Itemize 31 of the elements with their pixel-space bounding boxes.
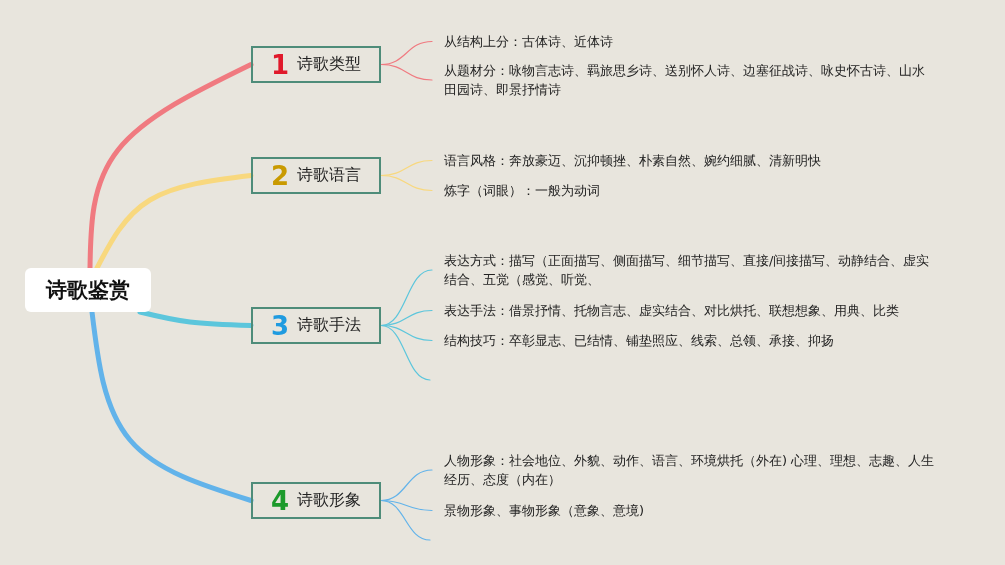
branch-title: 诗歌手法 bbox=[297, 315, 362, 336]
subtopic-text: 语言风格：奔放豪迈、沉抑顿挫、朴素自然、婉约细腻、清新明快 bbox=[432, 151, 936, 170]
branch-connector bbox=[89, 309, 254, 503]
branch-connector bbox=[87, 62, 254, 271]
connector-line bbox=[380, 63, 433, 81]
branch-number: 4 bbox=[270, 487, 290, 514]
branch-number: 3 bbox=[270, 312, 290, 339]
connector-line bbox=[380, 324, 431, 381]
branch-topic-box bbox=[251, 46, 381, 83]
subtopic-text: 人物形象：社会地位、外貌、动作、语言、环境烘托（外在) 心理、理想、志趣、人生经历、态度（内在） bbox=[432, 451, 936, 489]
subtopic-text: 炼字（词眼）：一般为动词 bbox=[432, 181, 936, 200]
branch-connector bbox=[94, 173, 254, 271]
subtopic-text: 表达手法：借景抒情、托物言志、虚实结合、对比烘托、联想想象、用典、比类 bbox=[432, 301, 936, 320]
branch-connector bbox=[137, 309, 254, 328]
branch-topic-box bbox=[251, 307, 381, 344]
branch-number: 2 bbox=[270, 162, 290, 189]
root-topic-title: 诗歌鉴赏 bbox=[46, 277, 130, 304]
connector-line bbox=[380, 499, 431, 541]
connector-line bbox=[380, 174, 433, 192]
subtopic-text: 从题材分：咏物言志诗、羁旅思乡诗、送别怀人诗、边塞征战诗、咏史怀古诗、山水田园诗、即景抒情诗 bbox=[432, 61, 936, 99]
branch-title: 诗歌语言 bbox=[297, 165, 362, 186]
subtopic-text: 结构技巧：卒彰显志、已结情、铺垫照应、线索、总领、承接、抑扬 bbox=[432, 331, 936, 350]
branch-topic-box bbox=[251, 482, 381, 519]
subtopic-text: 景物形象、事物形象（意象、意境) bbox=[432, 501, 936, 520]
branch-topic-box bbox=[251, 157, 381, 194]
branch-title: 诗歌类型 bbox=[297, 54, 362, 75]
branch-number: 1 bbox=[270, 51, 290, 78]
branch-title: 诗歌形象 bbox=[297, 490, 362, 511]
root-topic-card bbox=[25, 268, 151, 312]
subtopic-text: 表达方式：描写（正面描写、侧面描写、细节描写、直接/间接描写、动静结合、虚实结合、五觉（感觉、听觉、 bbox=[432, 251, 936, 289]
subtopic-text: 从结构上分：古体诗、近体诗 bbox=[432, 32, 936, 51]
